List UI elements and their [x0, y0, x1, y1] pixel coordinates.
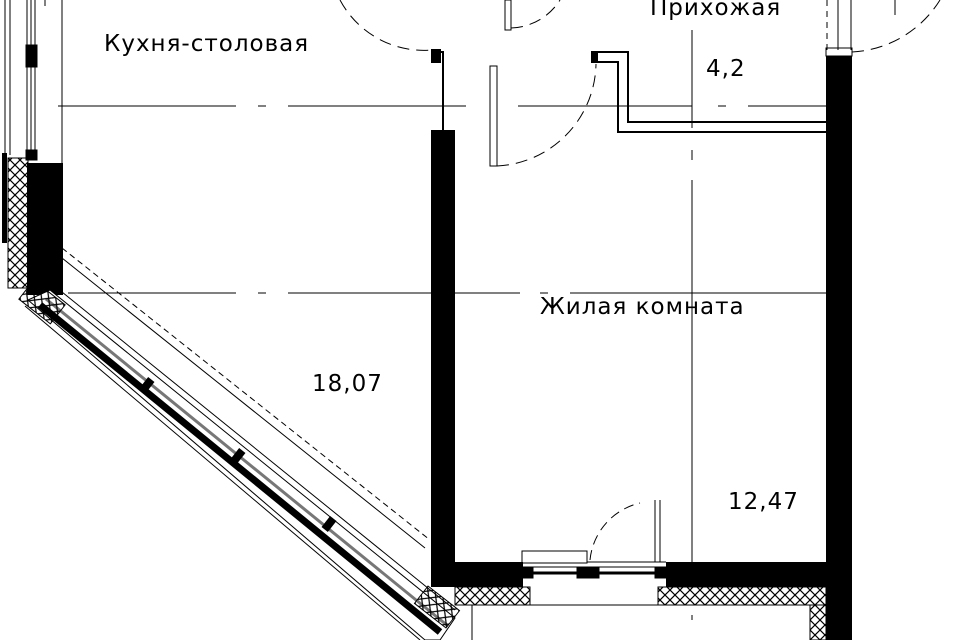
wall-bottom-right: [666, 562, 826, 587]
insulation-bottom-left: [454, 586, 531, 606]
axis-lines: [58, 30, 830, 620]
insulation-right: [809, 604, 827, 640]
corridor-walls: [431, 49, 826, 133]
wall-left: [27, 163, 63, 295]
insulation-bottom-right: [657, 586, 827, 606]
doors: [339, 0, 941, 167]
room-name-kitchen-dining: Кухня-столовая: [104, 31, 310, 57]
wall-partition: [431, 130, 455, 587]
insulation-left: [7, 157, 29, 289]
room-area-kitchen-dining: 18,07: [312, 371, 383, 397]
room-area-living-room: 12,47: [728, 489, 799, 515]
wall-bottom-left: [455, 562, 523, 587]
balcony-door: [521, 500, 667, 579]
wall-left-edge: [2, 153, 7, 243]
wall-right: [826, 55, 852, 640]
diagonal-wall: [18, 247, 461, 640]
wall-cap: [825, 47, 853, 57]
room-name-living-room: Жилая комната: [540, 294, 745, 320]
left-window: [4, 0, 63, 163]
room-area-hallway: 4,2: [706, 56, 746, 82]
room-name-hallway: Прихожая: [650, 0, 782, 21]
